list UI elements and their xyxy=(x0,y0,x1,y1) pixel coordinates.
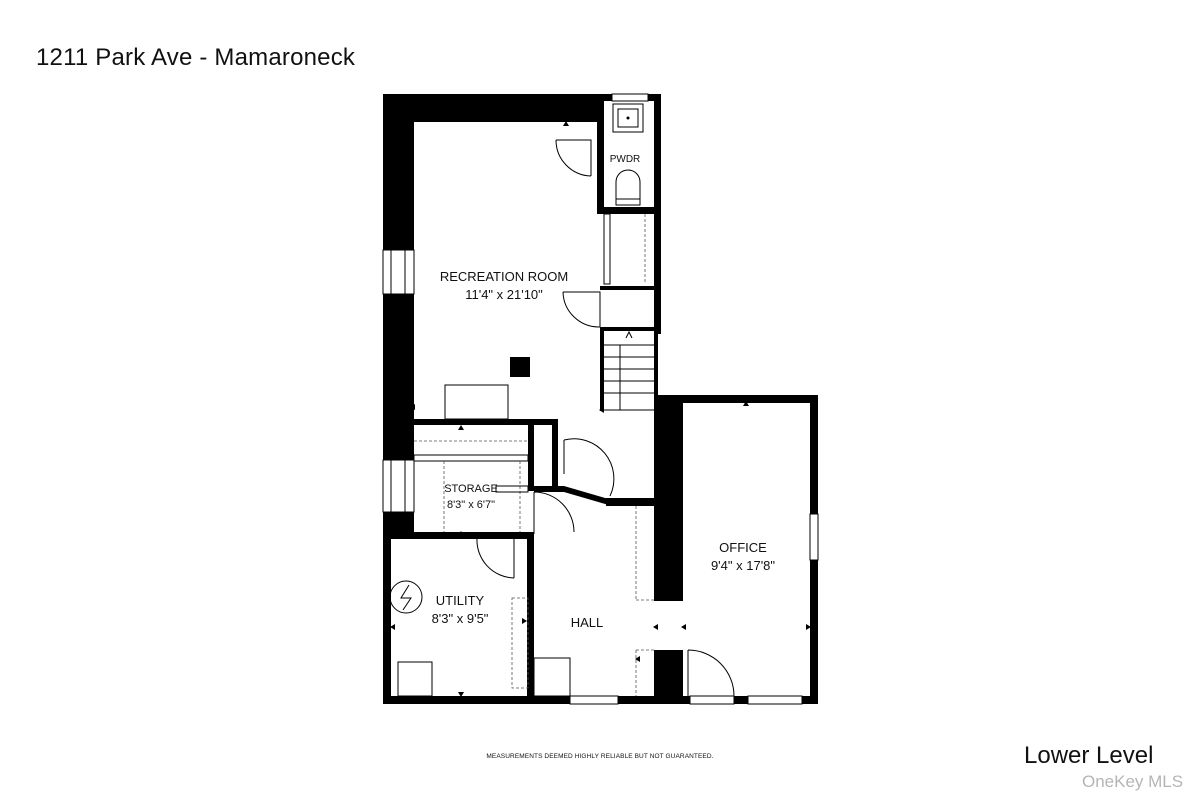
wall-top xyxy=(383,94,599,122)
hall-cabinet xyxy=(533,657,571,697)
wall-pwdr-bottom xyxy=(597,207,661,214)
recreation-room-label: RECREATION ROOM xyxy=(440,269,568,284)
storage-label: STORAGE xyxy=(444,483,498,495)
lightning-bolt-icon xyxy=(389,580,423,614)
toilet xyxy=(615,169,641,206)
wall-utility-right xyxy=(527,532,534,702)
door-office xyxy=(687,649,735,697)
window-storage-left xyxy=(382,459,415,513)
wall-office-left-lower xyxy=(654,650,683,704)
wall-office-top xyxy=(654,395,818,403)
door-closet xyxy=(562,291,601,328)
wall-closet-bottom xyxy=(600,327,661,331)
wall-closet-small xyxy=(528,425,534,491)
wall-storage-bottom-left xyxy=(383,532,533,539)
sink xyxy=(612,103,644,133)
window-pwdr-top xyxy=(611,93,649,102)
door-utility xyxy=(476,537,515,579)
wall-closet-mid xyxy=(600,286,661,290)
wall-stair-left xyxy=(600,331,604,411)
counter xyxy=(444,384,509,420)
measurement-disclaimer: MEASUREMENTS DEEMED HIGHLY RELIABLE BUT … xyxy=(486,753,714,760)
door-storage xyxy=(533,491,575,534)
wall-hall-top-right xyxy=(606,498,658,506)
wall-left-utility xyxy=(383,538,391,704)
pwdr-label: PWDR xyxy=(610,154,641,165)
wall-office-left-upper xyxy=(654,395,683,601)
window-hall-bottom xyxy=(569,695,619,705)
door-hall-angled xyxy=(563,438,615,497)
window-office-right xyxy=(809,513,819,561)
office-label: OFFICE xyxy=(719,540,767,555)
wall-storage-top-right xyxy=(552,419,558,491)
level-label: Lower Level xyxy=(1024,742,1154,769)
storage-dims: 8'3" x 6'7" xyxy=(447,499,495,511)
door-opening-office-bottom xyxy=(689,695,735,705)
page-title: 1211 Park Ave - Mamaroneck xyxy=(36,44,356,71)
utility-label: UTILITY xyxy=(436,593,485,608)
hall-label: HALL xyxy=(571,615,604,630)
door-pwdr xyxy=(555,139,592,177)
wall-hall-top xyxy=(534,486,564,492)
window-office-bottom xyxy=(747,695,803,705)
window-rec-left xyxy=(382,249,415,295)
wall-storage-top xyxy=(414,419,558,425)
recreation-room-dims: 11'4" x 21'10" xyxy=(465,287,543,302)
stairs xyxy=(600,330,654,411)
office-dims: 9'4" x 17'8" xyxy=(711,558,775,573)
utility-dims: 8'3" x 9'5" xyxy=(432,611,489,626)
column xyxy=(510,357,530,377)
watermark: OneKey MLS xyxy=(1082,772,1184,791)
utility-box xyxy=(397,661,433,697)
wall-hall-angle xyxy=(564,486,612,506)
wall-pwdr-left xyxy=(597,101,604,213)
